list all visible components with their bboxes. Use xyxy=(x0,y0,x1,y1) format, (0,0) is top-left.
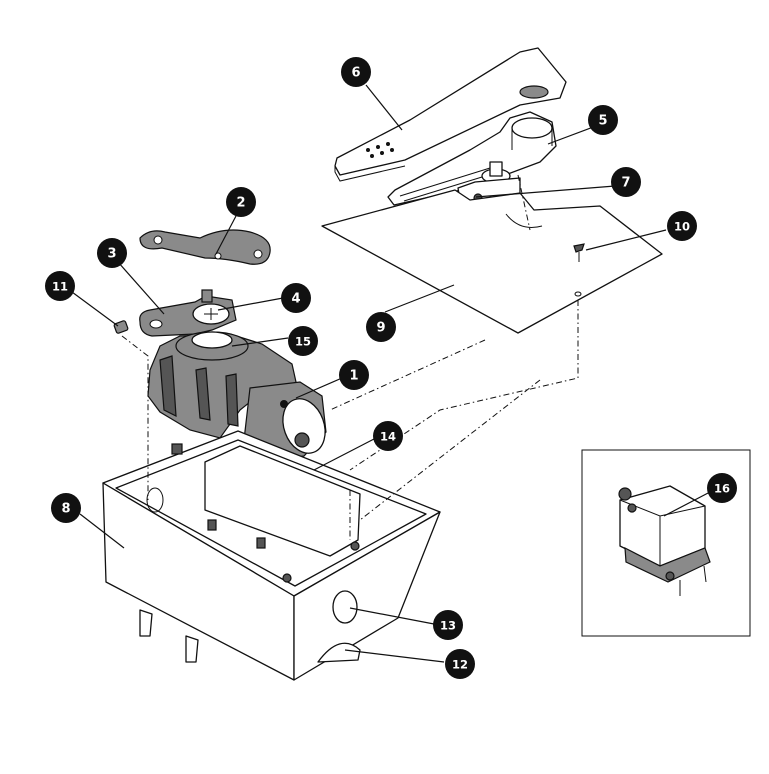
callout-13: 13 xyxy=(433,610,463,640)
callout-circle xyxy=(288,326,318,356)
leader-lines xyxy=(71,84,711,663)
callout-circle xyxy=(373,421,403,451)
callout-number: 4 xyxy=(291,292,300,307)
callout-4: 4 xyxy=(281,283,311,313)
gear-motor-1 xyxy=(147,331,327,463)
callout-circle xyxy=(667,211,697,241)
callout-circle xyxy=(45,271,75,301)
callout-circle xyxy=(281,283,311,313)
callout-8: 8 xyxy=(51,493,81,523)
callout-number: 5 xyxy=(598,114,607,129)
callout-number: 12 xyxy=(452,658,468,672)
lever-arm-6 xyxy=(334,47,567,182)
callout-circle xyxy=(97,238,127,268)
callout-6: 6 xyxy=(341,57,371,87)
callout-5: 5 xyxy=(588,105,618,135)
callout-circle xyxy=(445,649,475,679)
callout-15: 15 xyxy=(288,326,318,356)
callout-circle xyxy=(341,57,371,87)
callout-circle xyxy=(707,473,737,503)
callout-number: 9 xyxy=(376,321,385,336)
shaft-cap-4 xyxy=(192,289,230,325)
callout-14: 14 xyxy=(373,421,403,451)
callout-circle xyxy=(588,105,618,135)
callout-16: 16 xyxy=(707,473,737,503)
callout-10: 10 xyxy=(667,211,697,241)
callout-number: 6 xyxy=(351,66,360,81)
callout-11: 11 xyxy=(45,271,75,301)
screw-10 xyxy=(573,243,585,262)
base-plate-9 xyxy=(321,189,663,334)
callout-number: 7 xyxy=(621,176,630,191)
callout-number: 2 xyxy=(236,196,245,211)
callout-2: 2 xyxy=(226,187,256,217)
callout-3: 3 xyxy=(97,238,127,268)
callout-circle xyxy=(226,187,256,217)
callout-number: 14 xyxy=(380,430,396,444)
nut-11 xyxy=(113,320,129,334)
callout-circle xyxy=(433,610,463,640)
callout-number: 10 xyxy=(674,220,690,234)
callout-number: 13 xyxy=(440,619,456,633)
callout-circle xyxy=(611,167,641,197)
callout-12: 12 xyxy=(445,649,475,679)
callout-number: 11 xyxy=(52,280,68,294)
callout-circle xyxy=(339,360,369,390)
callout-circle xyxy=(51,493,81,523)
callout-number: 1 xyxy=(349,369,358,384)
callout-number: 15 xyxy=(295,335,311,349)
callout-number: 16 xyxy=(714,482,730,496)
callout-number: 3 xyxy=(107,247,116,262)
callout-1: 1 xyxy=(339,360,369,390)
callout-number: 8 xyxy=(61,502,70,517)
link-arm-2 xyxy=(139,229,271,265)
callout-circle xyxy=(366,312,396,342)
foundation-box-8 xyxy=(102,430,441,681)
callout-7: 7 xyxy=(611,167,641,197)
callout-9: 9 xyxy=(366,312,396,342)
